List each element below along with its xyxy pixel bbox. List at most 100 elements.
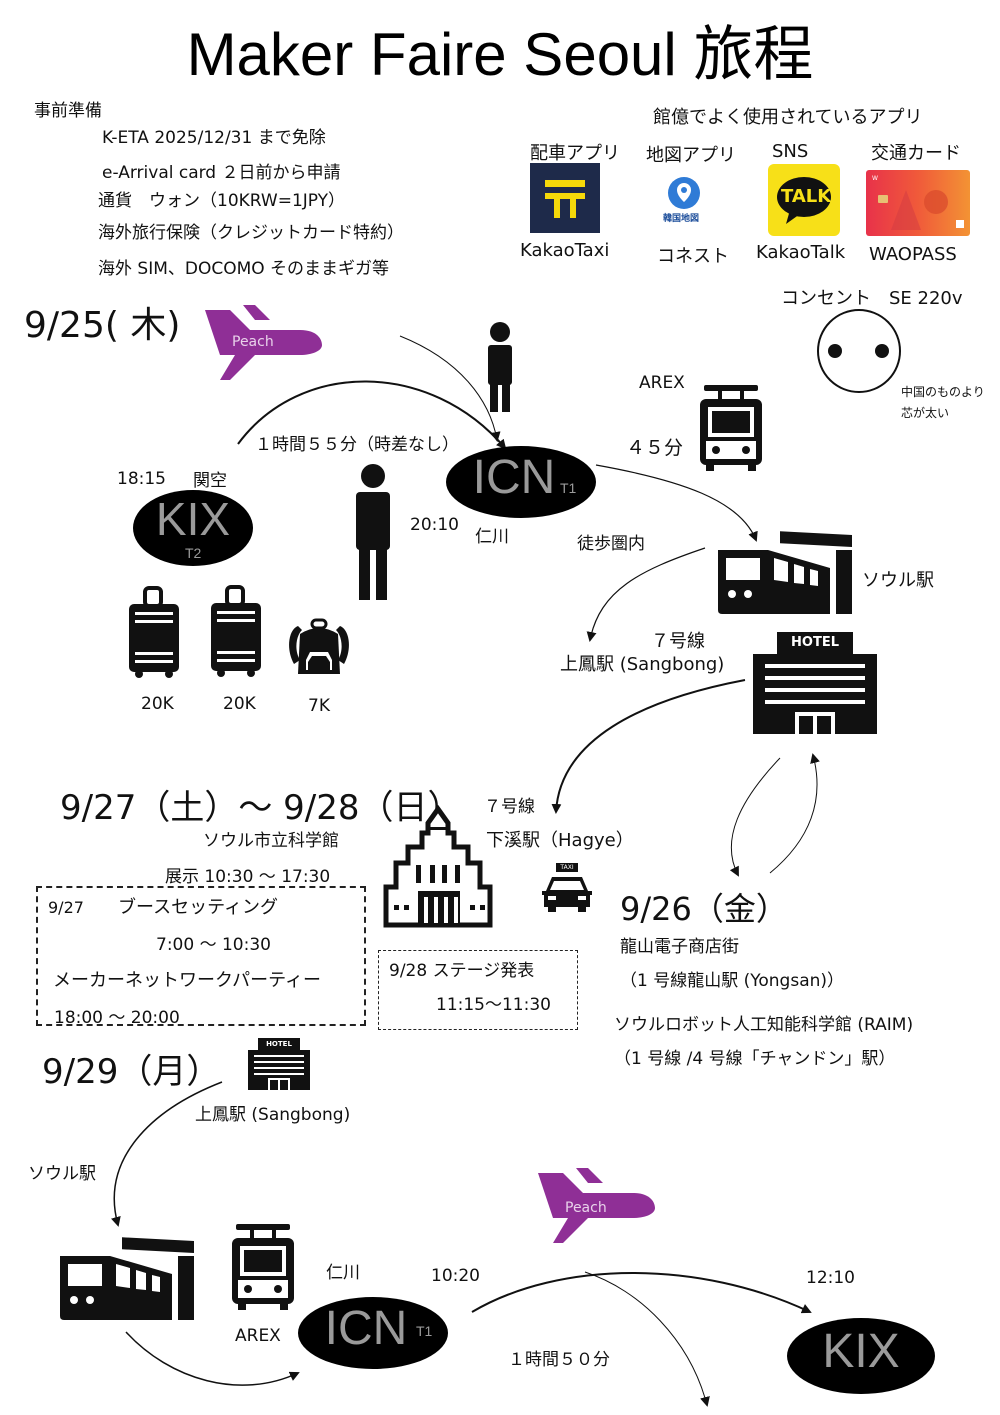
- app-category: SNS: [772, 141, 809, 162]
- line-label: ７号線: [651, 631, 705, 652]
- day4-station-label: ソウル駅: [28, 1164, 96, 1184]
- suitcase-icon: [211, 585, 261, 677]
- speech-bubble-glyph: [777, 177, 831, 224]
- depart-airport: 仁川: [326, 1263, 360, 1283]
- kix-airport-badge: KIX: [787, 1318, 935, 1394]
- hotel-sign: HOTEL: [258, 1038, 300, 1050]
- day2-line: ソウルロボット人工知能科学館 (RAIM): [614, 1015, 914, 1035]
- flight-duration: １時間５５分（時差なし）: [255, 435, 459, 455]
- terminal-label: T2: [185, 545, 202, 561]
- train-duration: ４５分: [626, 437, 684, 459]
- suitcase-icon: [129, 586, 179, 678]
- day2-line: 龍山電子商店街: [620, 937, 739, 957]
- terminal-label: T1: [560, 480, 577, 496]
- airport-code: KIX: [155, 493, 231, 545]
- arrive-time: 12:10: [806, 1268, 855, 1288]
- train-icon: [232, 1224, 294, 1310]
- day4-hotel-station: 上鳳駅 (Sangbong): [195, 1105, 351, 1125]
- airline-label: Peach: [232, 334, 274, 350]
- station-icon: [60, 1237, 194, 1320]
- app-category: 地図アプリ: [646, 145, 736, 166]
- hotel-icon: HOTEL: [248, 1038, 310, 1090]
- kakao-talk-icon-label: TALK: [781, 186, 832, 207]
- card-glyph: W: [872, 175, 964, 230]
- prep-item: e-Arrival card ２日前から申請: [102, 163, 341, 183]
- museum-building-icon: [383, 804, 493, 928]
- prep-item: 通貨 ウォン（10KRW=1JPY）: [98, 191, 346, 211]
- app-name: コネスト: [657, 246, 729, 267]
- station-icon: [718, 531, 852, 614]
- person-icon: [488, 322, 512, 412]
- box1-event: メーカーネットワークパーティー: [53, 970, 322, 991]
- day3-schedule-box: [36, 886, 366, 1026]
- kakao-talk-icon[interactable]: TALK: [768, 164, 840, 236]
- box2-event: 9/28 ステージ発表: [389, 961, 535, 981]
- day1-route-arrows: [237, 335, 820, 877]
- svg-text:W: W: [872, 175, 878, 182]
- airport-code: KIX: [822, 1325, 900, 1378]
- plane-icon: [205, 305, 322, 380]
- box1-date: 9/27: [48, 898, 84, 917]
- day2-line: （1 号線 /4 号線「チャンドン」駅）: [614, 1049, 896, 1069]
- outlet-note: 芯が太い: [901, 406, 950, 420]
- luggage-weight: 20K: [223, 694, 256, 714]
- taxi-icon: TAXI: [540, 863, 594, 913]
- day1-date: 9/25( 木): [24, 305, 181, 346]
- day3-station: 下溪駅（Hagye）: [486, 830, 634, 851]
- exhibit-hours: 展示 10:30 ～ 17:30: [165, 867, 331, 887]
- app-name: WAOPASS: [869, 244, 957, 265]
- plane-icon: [538, 1168, 655, 1243]
- app-category: 配車アプリ: [530, 143, 620, 164]
- outlet-label: コンセント SE 220v: [781, 288, 963, 309]
- icn-airport-badge: ICN T1: [298, 1297, 448, 1369]
- depart-airport: 関空: [193, 471, 227, 491]
- terminal-label: T1: [416, 1323, 433, 1339]
- train-label: AREX: [235, 1326, 281, 1346]
- taxi-sign: TAXI: [556, 863, 578, 872]
- day2-date: 9/26（金）: [620, 890, 788, 928]
- train-icon: [700, 385, 762, 471]
- korea-map-icon-label: 韓国地図: [663, 214, 700, 224]
- arrive-time: 20:10: [410, 515, 459, 535]
- airport-code: ICN: [324, 1302, 408, 1355]
- hotel-icon: HOTEL: [753, 632, 877, 734]
- outlet-icon: [817, 309, 901, 393]
- hotel-building: [753, 654, 877, 734]
- day4-date: 9/29（月）: [42, 1052, 221, 1092]
- hotel-building: [248, 1050, 310, 1090]
- korea-map-icon[interactable]: 韓国地図: [660, 175, 710, 225]
- arrive-airport: 仁川: [475, 527, 509, 547]
- app-category: 交通カード: [871, 143, 961, 164]
- station-label: ソウル駅: [862, 570, 934, 591]
- kakao-taxi-icon[interactable]: [530, 163, 600, 233]
- venue-name: ソウル市立科学館: [203, 831, 339, 851]
- apps-heading: 館億でよく使用されているアプリ: [653, 107, 923, 128]
- day2-line: （1 号線龍山駅 (Yongsan)）: [620, 971, 845, 991]
- prep-item: 海外 SIM、DOCOMO そのままギガ等: [98, 259, 390, 279]
- waopass-card-icon[interactable]: W: [866, 170, 970, 236]
- depart-time: 18:15: [117, 469, 166, 489]
- kix-airport-badge: KIX T2: [133, 490, 253, 566]
- prep-item: K-ETA 2025/12/31 まで免除: [102, 128, 326, 148]
- page-title: Maker Faire Seoul 旅程: [186, 21, 814, 88]
- prep-heading: 事前準備: [34, 101, 102, 121]
- map-pin-glyph: [668, 177, 700, 209]
- box1-event: ブースセッティング: [118, 897, 279, 918]
- depart-time: 10:20: [431, 1266, 480, 1286]
- box2-time: 11:15～11:30: [436, 995, 551, 1015]
- box1-time: 18:00 ～ 20:00: [54, 1008, 180, 1028]
- outlet-note: 中国のものより: [901, 385, 985, 399]
- day3-date: 9/27（土）～ 9/28（日）: [60, 788, 462, 828]
- flight-duration: １時間５０分: [508, 1350, 610, 1370]
- luggage-weight: 20K: [141, 694, 174, 714]
- taxi-body: [542, 877, 592, 912]
- icn-airport-badge: ICN T1: [446, 446, 596, 518]
- stage-presentation-box: [378, 950, 578, 1030]
- box1-time: 7:00 ～ 10:30: [156, 935, 271, 955]
- app-name: KakaoTalk: [756, 242, 846, 263]
- airline-label: Peach: [565, 1200, 607, 1216]
- train-label: AREX: [639, 373, 685, 393]
- walk-label: 徒歩圏内: [577, 534, 645, 554]
- backpack-icon: [289, 618, 349, 674]
